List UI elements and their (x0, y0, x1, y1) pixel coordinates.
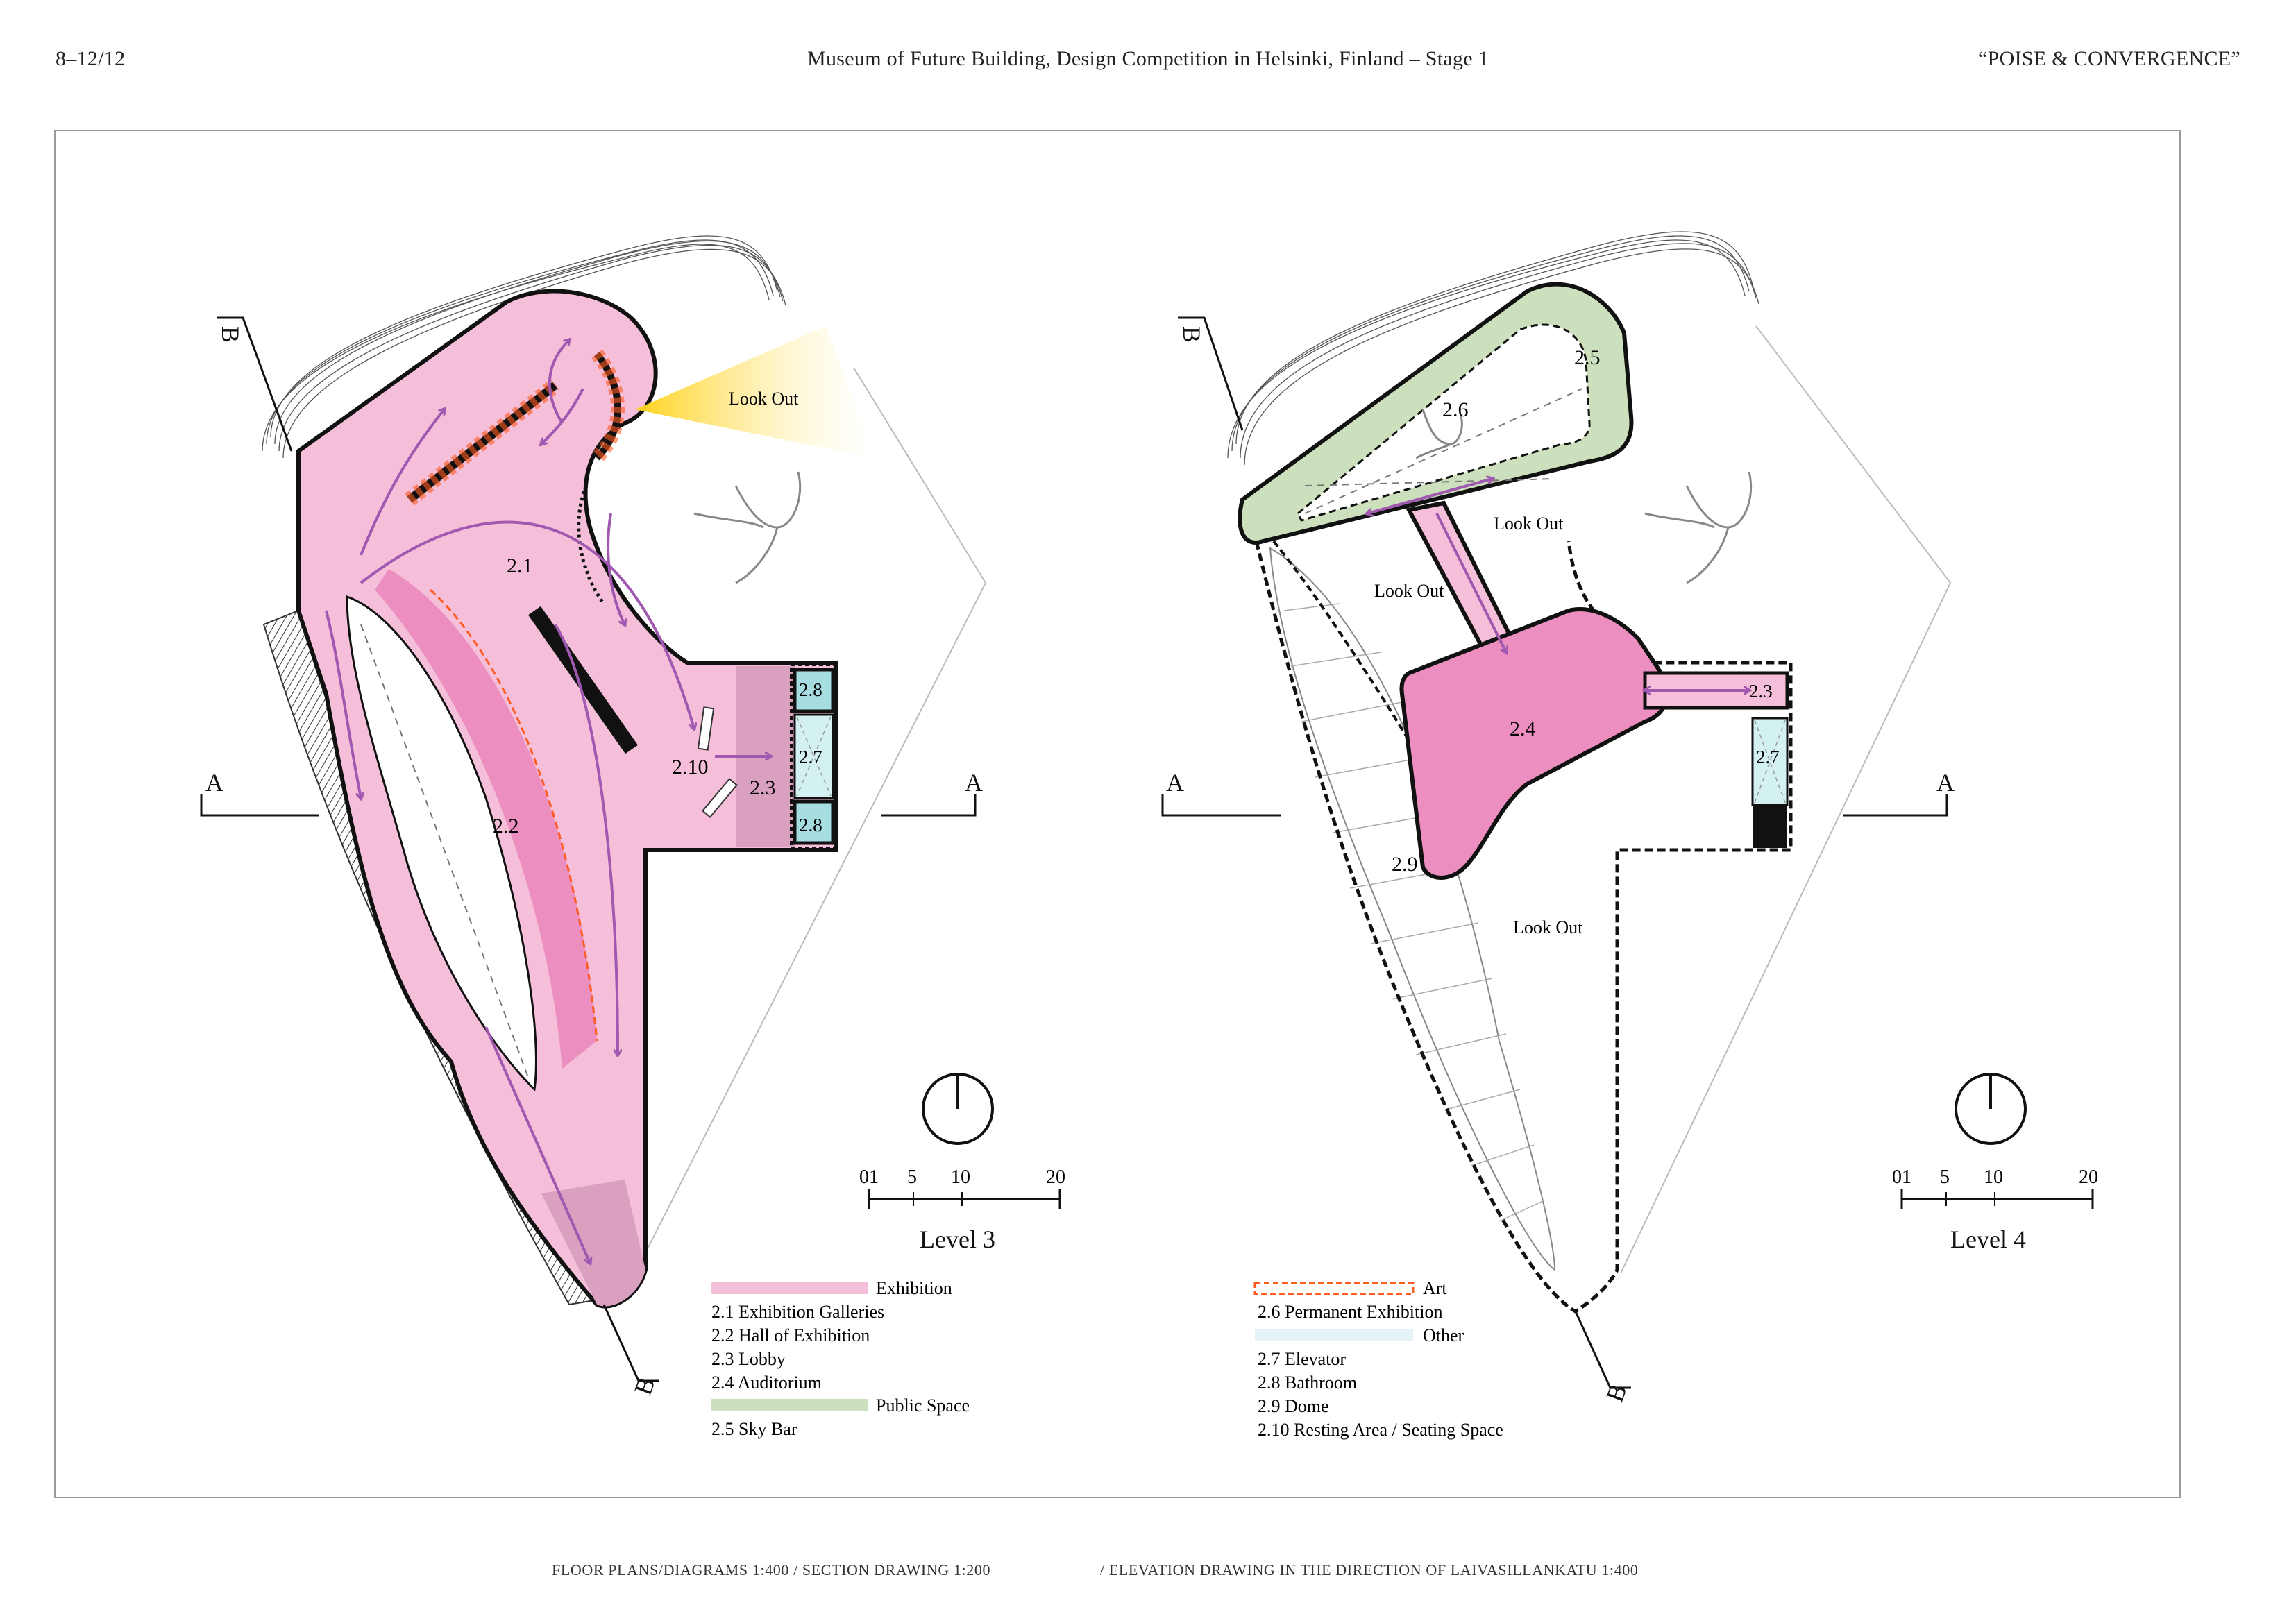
level3-label-bath-top: 2.8 (799, 679, 822, 700)
drawing-frame (54, 130, 2181, 1498)
level3-exhibition-floor (296, 289, 838, 1309)
level3-scale-20: 20 (1046, 1166, 1065, 1188)
legend-swatch-public (711, 1399, 868, 1411)
level3-elevator (793, 713, 834, 799)
level3-art-walls (405, 349, 639, 1042)
level4-label-permanent: 2.6 (1442, 398, 1469, 421)
level4-roof-contours (1227, 231, 1759, 466)
level4-scale-0: 01 (1892, 1166, 1911, 1188)
level3-scale-bar: 01 5 10 20 (859, 1166, 1065, 1209)
level3-hall-band (375, 569, 597, 1069)
level4-label-sky-bar: 2.5 (1574, 346, 1601, 369)
legend-item-galleries: 2.1 Exhibition Galleries (711, 1302, 884, 1322)
level3-scale-10: 10 (951, 1166, 970, 1188)
level4-building-edge (1254, 541, 1793, 1314)
legend-left: Exhibition 2.1 Exhibition Galleries 2.2 … (711, 1278, 970, 1439)
level4-section-a-left: A (1166, 769, 1184, 797)
level4-section-a-right: A (1936, 769, 1955, 797)
level3-label-lookout: Look Out (729, 389, 799, 409)
level3-lookout-glow (635, 326, 875, 458)
level3-void (346, 595, 537, 1092)
level4-label-auditorium: 2.4 (1510, 717, 1536, 740)
level4-section-markers (1161, 316, 1948, 1389)
legend-swatch-exhibition (711, 1282, 868, 1294)
level4-label-lobby: 2.3 (1749, 681, 1773, 702)
legend-item-lobby: 2.3 Lobby (711, 1349, 786, 1369)
level3-section-b-bottom: B (629, 1373, 661, 1398)
legend-item-permanent: 2.6 Permanent Exhibition (1258, 1302, 1442, 1322)
level3-circulation-arrows (325, 340, 770, 1263)
legend-label-other: Other (1423, 1325, 1464, 1345)
level3-section-b-top: B (217, 326, 244, 343)
legend-item-resting: 2.10 Resting Area / Seating Space (1258, 1420, 1503, 1440)
level3-label-resting: 2.10 (672, 756, 709, 779)
level4-label-lookout-bottom: Look Out (1513, 917, 1583, 937)
level3-label-galleries: 2.1 (507, 554, 533, 577)
level4-permanent-exhibition (1297, 323, 1591, 522)
footer-scales-left: FLOOR PLANS/DIAGRAMS 1:400 / SECTION DRA… (552, 1561, 991, 1579)
legend-label-art: Art (1423, 1278, 1447, 1298)
level4-circulation-arrows (1367, 479, 1749, 690)
legend-label-exhibition: Exhibition (876, 1278, 952, 1298)
level4-elevator (1751, 717, 1789, 806)
sheet-number: 8–12/12 (56, 47, 126, 70)
level3-title: Level 3 (920, 1225, 995, 1253)
sheet-title: Museum of Future Building, Design Compet… (807, 47, 1489, 70)
level3-plan: A A B B 2.1 2.2 2.3 2.10 2.8 2.7 2.8 Loo… (200, 235, 1065, 1399)
level4-site-outline (1620, 325, 1952, 1274)
level3-section-markers (200, 316, 977, 1382)
level4-scale-bar: 01 5 10 20 (1892, 1166, 2098, 1209)
level3-label-lobby: 2.3 (750, 776, 776, 799)
legend-label-public: Public Space (876, 1395, 970, 1416)
level4-section-b-top: B (1178, 326, 1206, 343)
level3-section-a-right: A (965, 769, 983, 797)
level4-scale-20: 20 (2079, 1166, 2098, 1188)
legend-swatch-art (1253, 1282, 1415, 1295)
level4-auditorium (1399, 607, 1671, 880)
legend-swatch-other (1255, 1329, 1413, 1341)
legend-item-hall: 2.2 Hall of Exhibition (711, 1325, 870, 1345)
level4-label-dome: 2.9 (1392, 853, 1418, 876)
level4-section-b-bottom: B (1601, 1380, 1632, 1405)
level4-scale-5: 5 (1940, 1166, 1950, 1188)
level3-label-hall: 2.2 (493, 815, 519, 838)
legend-item-auditorium: 2.4 Auditorium (711, 1373, 822, 1393)
legend-right: Art 2.6 Permanent Exhibition Other 2.7 E… (1253, 1278, 1503, 1440)
level3-scale-0: 01 (859, 1166, 879, 1188)
level4-label-lookout-right: Look Out (1494, 513, 1564, 534)
level3-sculpture (693, 471, 802, 584)
level4-label-elevator: 2.7 (1756, 747, 1780, 767)
level3-scale-5: 5 (907, 1166, 917, 1188)
level3-bathroom-top (793, 668, 835, 713)
level3-roof-contours (262, 235, 786, 459)
legend-item-elevator: 2.7 Elevator (1258, 1349, 1346, 1369)
level4-scale-10: 10 (1984, 1166, 2003, 1188)
level3-section-a-left: A (205, 769, 223, 797)
level4-label-lookout-left: Look Out (1374, 581, 1444, 601)
level4-sculpture (1415, 409, 1753, 584)
level4-lookout-left-text: Look Out (1374, 581, 1444, 601)
legend-item-bathroom: 2.8 Bathroom (1258, 1373, 1357, 1393)
level4-core-shaft (1753, 805, 1787, 848)
project-name: “POISE & CONVERGENCE” (1978, 47, 2240, 70)
level4-title: Level 4 (1950, 1225, 2026, 1253)
level3-label-bath-bottom: 2.8 (799, 815, 822, 835)
legend-item-sky-bar: 2.5 Sky Bar (711, 1419, 797, 1439)
level3-bathroom-bottom (793, 799, 835, 845)
legend-item-dome: 2.9 Dome (1258, 1396, 1329, 1416)
level4-plan: A A B B 2.5 2.6 2.4 2.3 2.7 2.9 Look Out… (1161, 231, 2098, 1406)
level3-label-elevator: 2.7 (799, 747, 822, 767)
footer-scales-right: / ELEVATION DRAWING IN THE DIRECTION OF … (1100, 1561, 1639, 1579)
